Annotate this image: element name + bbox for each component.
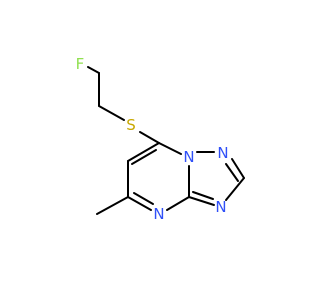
bond-c2-s	[98, 105, 125, 121]
molecule-diagram: F S N N N N	[0, 0, 300, 300]
bond-c7-c6-inner	[131, 149, 157, 165]
atom-n3-label: N	[215, 198, 226, 216]
bond-n3-c3a	[188, 196, 215, 206]
atom-s-label: S	[126, 116, 136, 134]
bond-n3-c3a-inner	[192, 191, 214, 200]
atom-f-label: F	[76, 55, 85, 73]
atom-n4-label: N	[153, 205, 164, 223]
bond-c5-n4-inner	[133, 192, 154, 205]
bond-n1-c7	[158, 142, 182, 155]
bond-c7-c6	[127, 142, 160, 162]
bond-n2-c2-inner	[225, 163, 239, 182]
bond-n4-c3a	[166, 196, 190, 211]
bond-f-c1	[87, 66, 100, 74]
atom-n1-label: N	[183, 148, 194, 166]
background	[0, 0, 300, 300]
bond-n2-c2	[231, 158, 245, 179]
bond-s-c7	[139, 131, 160, 144]
atom-labels: F S N N N N	[76, 55, 229, 223]
atom-n2-label: N	[217, 144, 228, 162]
bonds	[87, 66, 245, 215]
bond-c5-n4	[127, 196, 152, 211]
bond-c5-methyl	[96, 196, 129, 215]
bond-c2-n3	[225, 177, 245, 201]
